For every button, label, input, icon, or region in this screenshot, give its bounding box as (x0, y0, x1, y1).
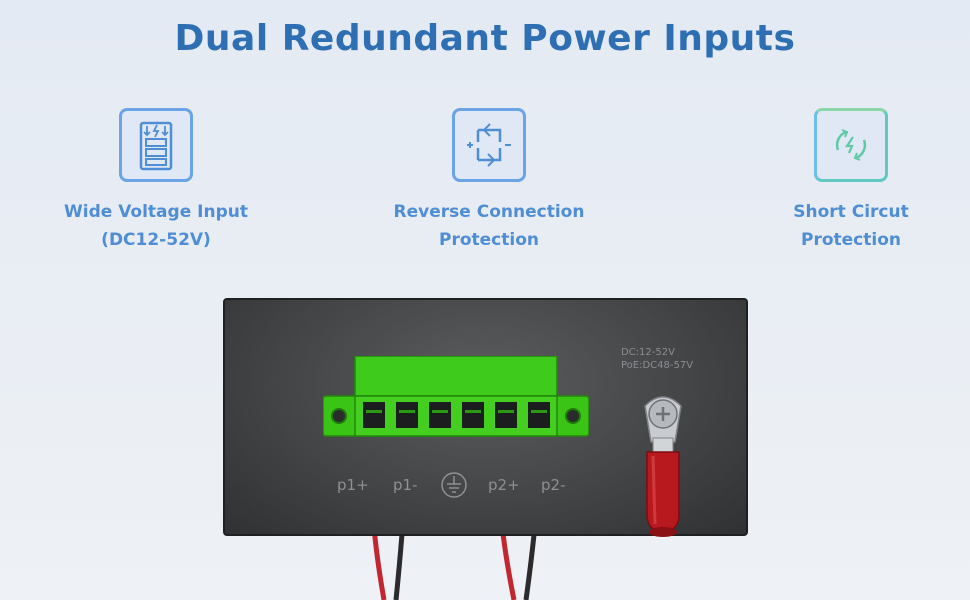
port-label-p1-minus: p1- (393, 476, 418, 494)
port-label-p2-minus: p2- (541, 476, 566, 494)
ground-icon (439, 470, 469, 500)
feature-wide-voltage: Wide Voltage Input (DC12-52V) (26, 108, 286, 254)
feature-reverse-connection: Reverse Connection Protection (359, 108, 619, 254)
spec-dc: DC:12-52V (621, 347, 675, 358)
feature-label-line1: Wide Voltage Input (64, 202, 248, 222)
short-circuit-icon (814, 108, 888, 182)
feature-label-line2: (DC12-52V) (101, 230, 211, 250)
feature-label: Wide Voltage Input (DC12-52V) (26, 198, 286, 254)
voltage-battery-icon (119, 108, 193, 182)
spec-poe: PoE:DC48-57V (621, 360, 694, 371)
port-label-p1-plus: p1+ (337, 476, 369, 494)
port-label-p2-plus: p2+ (488, 476, 520, 494)
page-title: Dual Redundant Power Inputs (174, 18, 796, 59)
ground-screw-lug (644, 396, 682, 537)
feature-label-line2: Protection (439, 230, 539, 250)
device-spec-label: DC:12-52V PoE:DC48-57V (621, 346, 693, 372)
device-panel: DC:12-52V PoE:DC48-57V p1+ p1- (223, 298, 748, 537)
reverse-connection-icon (452, 108, 526, 182)
terminal-block-connector[interactable] (323, 356, 589, 438)
feature-label-line2: Protection (801, 230, 901, 250)
feature-label: Short Circut Protection (721, 198, 970, 254)
feature-short-circuit: Short Circut Protection (721, 108, 970, 254)
feature-label-line1: Reverse Connection (393, 202, 585, 222)
feature-label: Reverse Connection Protection (359, 198, 619, 254)
feature-label-line1: Short Circut (793, 202, 909, 222)
